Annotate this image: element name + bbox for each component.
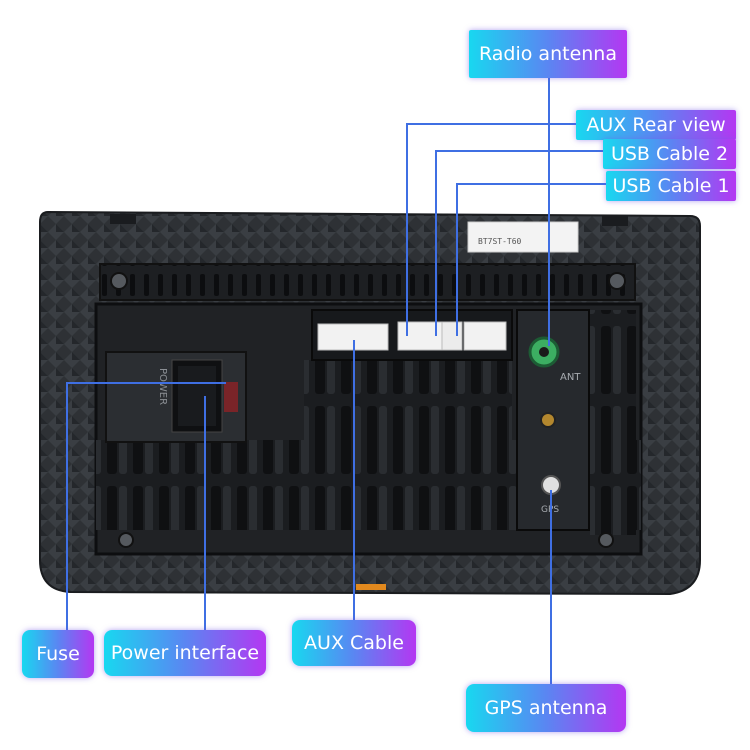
callout-gps-antenna: GPS antenna — [466, 684, 626, 732]
leader-power-interface — [204, 396, 206, 630]
callout-usb-cable-1: USB Cable 1 — [606, 171, 736, 201]
callout-usb-cable-2: USB Cable 2 — [603, 139, 736, 169]
callout-fuse: Fuse — [22, 630, 94, 678]
gps-antenna-label: GPS antenna — [484, 697, 608, 719]
leader-aux-rear-h — [406, 123, 576, 125]
usb-cable-1-label: USB Cable 1 — [612, 175, 730, 197]
fuse-label: Fuse — [36, 643, 80, 665]
callout-power-interface: Power interface — [104, 630, 266, 676]
power-interface-label: Power interface — [110, 642, 260, 664]
ant-marking: ANT — [560, 372, 581, 383]
top-vent-strip — [99, 263, 636, 301]
leader-aux-cable — [353, 340, 355, 620]
leader-usb2-v — [435, 150, 437, 336]
power-marking: POWER — [157, 368, 168, 405]
leader-aux-rear-v — [406, 123, 408, 336]
usb-connector-2 — [441, 321, 463, 351]
aux-cable-label: AUX Cable — [304, 632, 404, 654]
leader-gps-antenna — [550, 490, 552, 684]
sticker-model-text: BT7ST-T60 — [478, 237, 522, 246]
callout-radio-antenna: Radio antenna — [469, 30, 627, 78]
model-sticker — [467, 221, 579, 253]
leader-radio-antenna — [548, 78, 550, 346]
usb-aux-rear-connector — [397, 321, 443, 351]
leader-fuse-h — [66, 382, 226, 384]
leader-fuse-v — [66, 382, 68, 630]
leader-usb1-h — [456, 183, 606, 185]
mic-jack — [540, 412, 556, 428]
aux-rear-view-label: AUX Rear view — [586, 114, 726, 136]
callout-aux-rear-view: AUX Rear view — [576, 110, 736, 140]
fuse-slot — [224, 382, 238, 412]
radio-antenna-label: Radio antenna — [479, 43, 617, 65]
screw-top-left — [110, 272, 128, 290]
leader-usb2-h — [435, 150, 603, 152]
screw-top-right — [608, 272, 626, 290]
usb-cable-2-label: USB Cable 2 — [610, 143, 729, 165]
usb-connector-1 — [463, 321, 507, 351]
leader-usb1-v — [456, 183, 458, 336]
callout-aux-cable: AUX Cable — [292, 620, 416, 666]
